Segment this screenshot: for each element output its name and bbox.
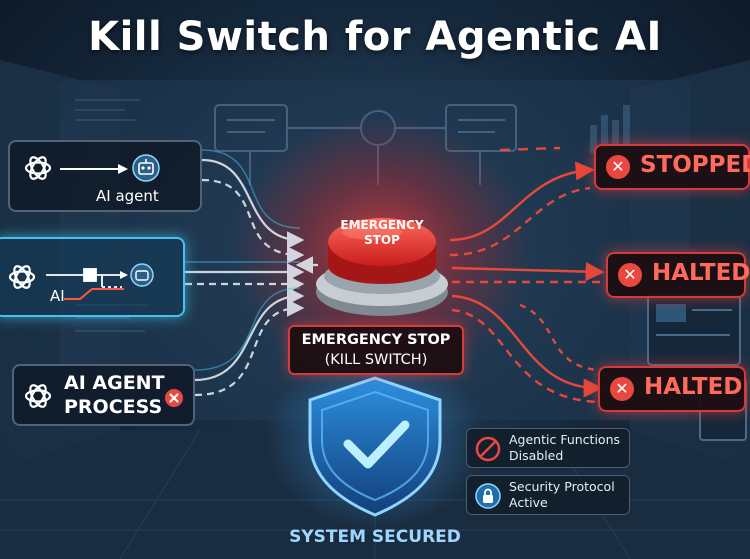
process-label-line1: AI AGENT <box>64 372 165 394</box>
stop-x-icon: ✕ <box>610 377 634 401</box>
system-secured-label: SYSTEM SECURED <box>289 527 461 547</box>
info-functions-disabled: Agentic Functions Disabled <box>466 428 630 468</box>
input-panel-ai-agent-process: AI AGENT PROCESS <box>12 364 195 426</box>
lock-icon <box>475 483 501 509</box>
ai-logo-icon <box>8 265 36 289</box>
input-panel-ai: AI <box>0 237 185 317</box>
workflow-icon <box>46 263 154 300</box>
button-label-line1: EMERGENCY <box>340 218 424 232</box>
status-label: STOPPED <box>640 152 750 178</box>
ai-label: AI <box>50 287 65 305</box>
status-halted-1: ✕ HALTED <box>606 252 750 298</box>
prohibited-icon <box>475 436 501 462</box>
shield-graphic <box>308 376 442 517</box>
ai-logo-icon <box>24 156 52 180</box>
status-label: HALTED <box>652 260 750 286</box>
caption-line2: (KILL SWITCH) <box>324 352 428 368</box>
emergency-stop-button-graphic <box>316 218 448 316</box>
process-label-line2: PROCESS <box>64 396 163 418</box>
arrow-right-icon <box>60 164 128 174</box>
info-security-active: Security Protocol Active <box>466 475 630 515</box>
input-panel-ai-agent: AI agent <box>8 140 202 212</box>
caption-line1: EMERGENCY STOP <box>301 332 451 348</box>
stop-x-icon: ✕ <box>618 263 642 287</box>
kill-switch-caption: EMERGENCY STOP (KILL SWITCH) <box>288 325 464 375</box>
button-label-line2: STOP <box>364 233 400 247</box>
info-text: Agentic Functions Disabled <box>509 432 620 463</box>
robot-icon <box>132 154 160 182</box>
info-text: Security Protocol Active <box>509 479 615 510</box>
status-halted-2: ✕ HALTED <box>598 366 746 412</box>
error-x-icon <box>165 389 183 407</box>
stop-x-icon: ✕ <box>606 155 630 179</box>
status-stopped: ✕ STOPPED <box>594 144 750 190</box>
page-title: Kill Switch for Agentic AI <box>88 14 662 60</box>
status-label: HALTED <box>644 374 743 400</box>
ai-logo-icon <box>24 384 52 408</box>
ai-agent-label: AI agent <box>96 187 159 205</box>
